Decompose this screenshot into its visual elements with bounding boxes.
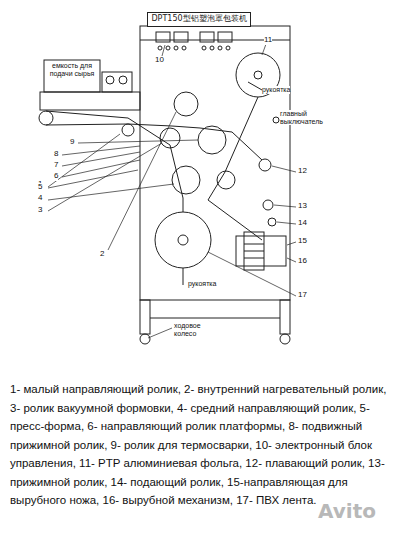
hopper bbox=[44, 60, 100, 92]
wheel bbox=[280, 334, 290, 344]
part-label: емкость для подачи сырья bbox=[45, 62, 99, 77]
machine-drawing bbox=[0, 0, 406, 375]
callout-number: 13 bbox=[298, 202, 307, 211]
leg bbox=[140, 300, 150, 334]
sealing-roller bbox=[198, 126, 226, 154]
cutting-unit bbox=[244, 232, 264, 270]
frame-bar bbox=[150, 318, 280, 319]
callout-number: 12 bbox=[298, 167, 307, 176]
panel-title: DPT150型铝塑泡罩包装机 bbox=[148, 13, 250, 25]
watermark: Avito bbox=[318, 500, 376, 522]
callout-number: 11 bbox=[264, 36, 272, 45]
handle bbox=[248, 82, 262, 90]
feeder-wheel bbox=[106, 76, 114, 84]
roll-core bbox=[254, 71, 262, 79]
buttons bbox=[158, 46, 230, 50]
roll-core bbox=[178, 235, 188, 245]
part-label: рукоятка bbox=[262, 86, 290, 94]
callout-number: 6 bbox=[54, 172, 58, 181]
platform bbox=[40, 92, 140, 110]
part-label: главный выключатель bbox=[280, 110, 320, 125]
film-path bbox=[46, 111, 183, 212]
middle-roller bbox=[172, 166, 200, 194]
callout-number: 2 bbox=[100, 250, 104, 259]
callout-number: 14 bbox=[298, 219, 307, 228]
callout-number: 7 bbox=[54, 161, 58, 170]
feeder bbox=[102, 72, 132, 92]
caption: 1- малый направляющий ролик, 2- внутренн… bbox=[10, 380, 396, 510]
film-path bbox=[46, 124, 262, 160]
callout-number: 10 bbox=[155, 56, 164, 65]
part-label: ходовое колесо bbox=[174, 322, 214, 337]
feed-roller bbox=[268, 218, 276, 226]
press-roller bbox=[263, 200, 273, 210]
display bbox=[200, 32, 214, 42]
machine-frame bbox=[140, 26, 290, 300]
wheel bbox=[140, 334, 150, 344]
callout-number: 16 bbox=[298, 257, 307, 266]
guide-roller bbox=[39, 111, 53, 125]
pvc-roll bbox=[155, 212, 211, 268]
callout-number: 9 bbox=[70, 138, 74, 147]
control-panel-plate: DPT150型铝塑泡罩包装机 bbox=[147, 12, 251, 27]
callout-number: 4 bbox=[38, 194, 42, 203]
main-switch bbox=[273, 117, 279, 123]
display bbox=[156, 32, 170, 42]
leg bbox=[280, 300, 290, 334]
callout-number: 17 bbox=[298, 291, 307, 300]
floating-roller bbox=[259, 159, 271, 171]
handle bbox=[183, 268, 184, 285]
callout-number: 5 bbox=[38, 183, 42, 192]
part-label: рукоятка bbox=[188, 280, 216, 288]
heating-roller bbox=[174, 92, 198, 116]
leader-lines bbox=[48, 44, 296, 338]
display bbox=[218, 32, 232, 42]
foil-path bbox=[208, 97, 262, 240]
callout-number: 8 bbox=[54, 150, 58, 159]
callout-number: 3 bbox=[38, 206, 42, 215]
connector-layer bbox=[0, 0, 406, 375]
callout-number: 15 bbox=[298, 237, 307, 246]
display bbox=[174, 32, 188, 42]
guide-roller bbox=[122, 124, 134, 136]
feeder-wheel bbox=[119, 76, 127, 84]
press-roller bbox=[217, 171, 235, 189]
